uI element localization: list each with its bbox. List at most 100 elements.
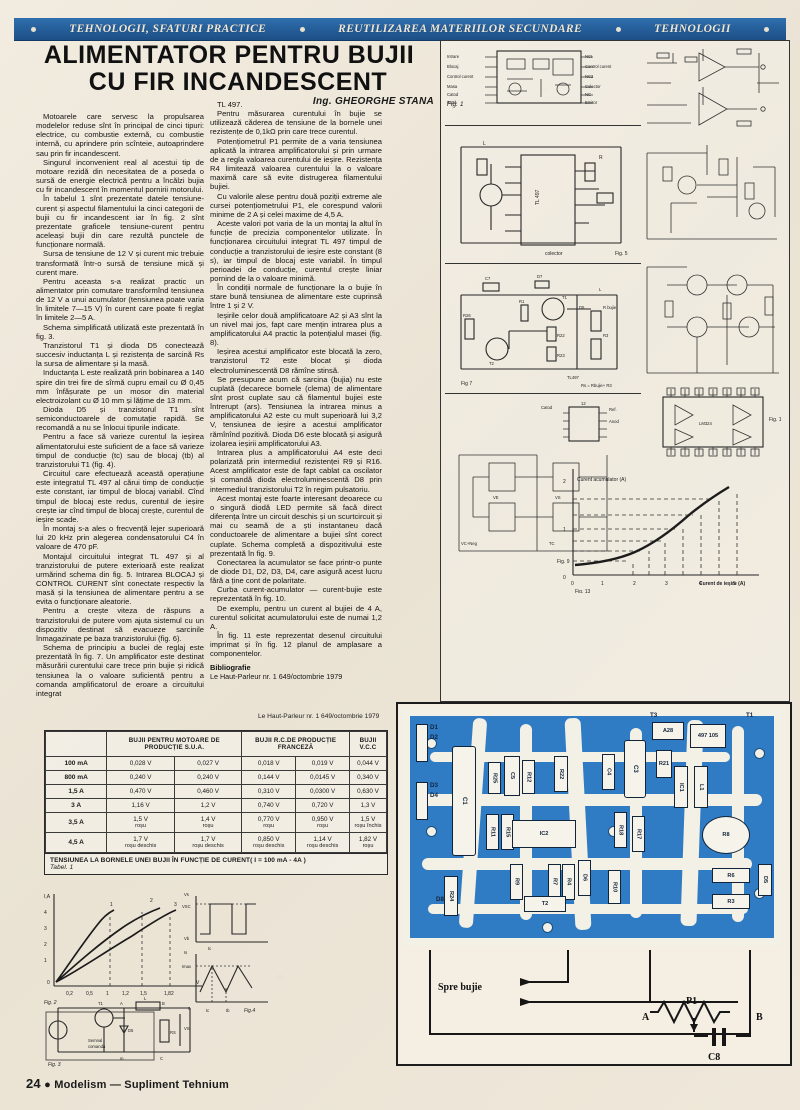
bullet-icon <box>30 26 36 32</box>
figure-6-schematic <box>647 48 779 127</box>
svg-text:0: 0 <box>188 1006 191 1011</box>
svg-text:VE: VE <box>493 495 499 500</box>
paragraph: Montajul circuitului integrat TL 497 și … <box>36 551 204 607</box>
svg-text:1,82: 1,82 <box>164 991 174 997</box>
bullet-icon <box>764 26 770 32</box>
svg-text:1: 1 <box>563 527 566 533</box>
paragraph: Conectarea la acumulator se face printr-… <box>210 557 382 586</box>
paragraph: Sursa de tensiune de 12 V și curent mic … <box>36 249 204 277</box>
cell-value: 0,240 V <box>173 770 243 785</box>
banner-item-0: TEHNOLOGII, SFATURI PRACTICE <box>69 23 267 35</box>
pot-label: P1 <box>686 996 697 1007</box>
text-column-2: TL 497. Pentru măsurarea curentului în b… <box>210 100 382 681</box>
terminal-b: B <box>756 1012 763 1023</box>
figure-13-curve <box>574 485 730 567</box>
figure-7-formula: Rs = Rbujie+ R3 <box>581 383 612 388</box>
figure-12-caption: Fig. 12 <box>769 417 781 423</box>
paragraph: De exemplu, pentru un curent al bujiei d… <box>210 603 382 631</box>
figure-12-lm324: LM324 Fig. 12 <box>662 387 781 457</box>
pcb-component-d6: D6 <box>578 860 591 896</box>
svg-text:1: 1 <box>601 581 604 587</box>
specifications-table: BUJII PENTRU MOTOARE DE PRODUCȚIE S.U.A.… <box>44 730 388 875</box>
cell-value: 0,340 V <box>349 770 387 785</box>
svg-text:4: 4 <box>699 581 702 587</box>
paragraph: Pentru a crește viteza de răspuns a tran… <box>36 606 204 643</box>
svg-text:3: 3 <box>665 581 668 587</box>
pcb-component-ic1: R22 <box>554 756 568 792</box>
paragraph: Schema simplificată utilizată este preze… <box>36 322 204 341</box>
svg-text:0: 0 <box>563 575 566 581</box>
banner-item-2: TEHNOLOGII <box>653 23 731 35</box>
svg-text:TC: TC <box>549 541 555 546</box>
svg-text:tc: tc <box>208 946 211 951</box>
pcb-component-c4: R21 <box>656 750 672 778</box>
bullet-icon <box>615 26 621 32</box>
bullet-icon <box>299 26 305 32</box>
cap-label: C8 <box>708 1052 720 1062</box>
paragraph: Pentru măsurarea curentului în bujie se … <box>210 109 382 137</box>
svg-text:Colector: Colector <box>585 84 601 89</box>
svg-text:D5: D5 <box>579 305 585 310</box>
paragraph: În tabelul 1 sînt prezentate datele tens… <box>36 194 204 250</box>
svg-text:1: 1 <box>110 902 113 908</box>
svg-text:3: 3 <box>174 902 177 908</box>
cell-value: 0,630 V <box>349 784 387 799</box>
svg-text:Imax: Imax <box>182 964 192 969</box>
svg-text:tc: tc <box>206 1008 209 1013</box>
figure-13-xlabel: Curent de ieșire (A) <box>699 581 745 587</box>
article-title: ALIMENTATOR PENTRU BUJII CU FIR INCANDES… <box>24 42 434 96</box>
figure-8-schematic <box>646 266 779 374</box>
pcb-label-d1: D1 <box>430 724 438 731</box>
pcb-component-r5: R17 <box>632 816 645 852</box>
svg-text:R1: R1 <box>519 299 525 304</box>
svg-text:Blocaj: Blocaj <box>447 64 458 69</box>
svg-text:Catod: Catod <box>447 92 459 97</box>
svg-text:Is: Is <box>184 950 187 955</box>
cell-value: 1,3 V <box>349 798 387 813</box>
svg-text:RS: RS <box>170 1030 176 1035</box>
figure-2-caption: Fig. 2 <box>44 1000 57 1006</box>
cell-value: 0,044 V <box>349 756 387 771</box>
svg-text:C: C <box>160 1056 163 1061</box>
th-empty <box>44 731 108 757</box>
pcb-wiring-diagram: Spre bujie P1 A B C8 <box>429 950 763 1062</box>
cell-value: 0,460 V <box>173 784 243 799</box>
paragraph: Intrarea plus a amplificatorului A4 este… <box>210 447 382 494</box>
svg-text:Intrare: Intrare <box>447 54 460 59</box>
pcb-component-r9: R9 <box>510 864 523 900</box>
arrow-icon <box>520 978 532 986</box>
pcb-component-r24: R24 <box>444 876 458 916</box>
pcb-component-r11: R11 <box>486 814 499 850</box>
paragraph: Aceste valori pot varia de la un montaj … <box>210 219 382 283</box>
paragraph: Schema de principiu a buclei de reglaj e… <box>36 643 204 698</box>
th-usa: BUJII PENTRU MOTOARE DE PRODUCȚIE S.U.A. <box>106 731 243 757</box>
pcb-component-r12: R12 <box>522 760 535 794</box>
pcb-component-c3: C3 <box>624 740 646 798</box>
cell-value: 0,470 V <box>106 784 175 799</box>
svg-text:L: L <box>599 287 602 292</box>
svg-text:A: A <box>120 1001 123 1006</box>
svg-text:Catod: Catod <box>541 405 553 410</box>
pcb-component-r21: IC1 <box>674 766 688 808</box>
svg-text:Bază: Bază <box>447 100 457 105</box>
figure-9-caption: Fig. 9 <box>557 559 570 565</box>
figure-5-schematic: TL 497 colector L R Fig. 5 <box>460 141 628 257</box>
pcb-component-r7: R7 <box>548 864 561 900</box>
svg-text:1,2: 1,2 <box>122 991 129 997</box>
pcb-label-d2: D2 <box>430 734 438 741</box>
pcb-layout: D1 D2 D3 D4 C1 R11 R15 R25 C5 R12 IC2 R9… <box>402 708 782 946</box>
svg-text:Semnal: Semnal <box>88 1038 102 1043</box>
cell-value: 0,144 V <box>241 770 297 785</box>
pcb-component-r4: R4 <box>562 864 575 900</box>
